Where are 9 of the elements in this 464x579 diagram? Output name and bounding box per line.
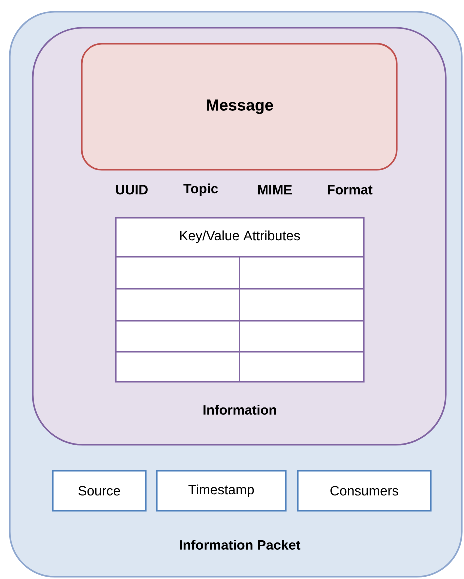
field-label: Topic <box>184 184 218 196</box>
field-label: MIME <box>258 185 292 195</box>
field-label: UUID <box>116 185 148 195</box>
field-box: Timestamp <box>156 470 287 512</box>
field-box: Consumers <box>297 470 432 512</box>
attribute-table: Key/Value Attributes <box>115 217 365 383</box>
field-label: Format <box>328 185 373 195</box>
message-box: Message <box>81 43 398 171</box>
field-box: Source <box>52 470 147 512</box>
